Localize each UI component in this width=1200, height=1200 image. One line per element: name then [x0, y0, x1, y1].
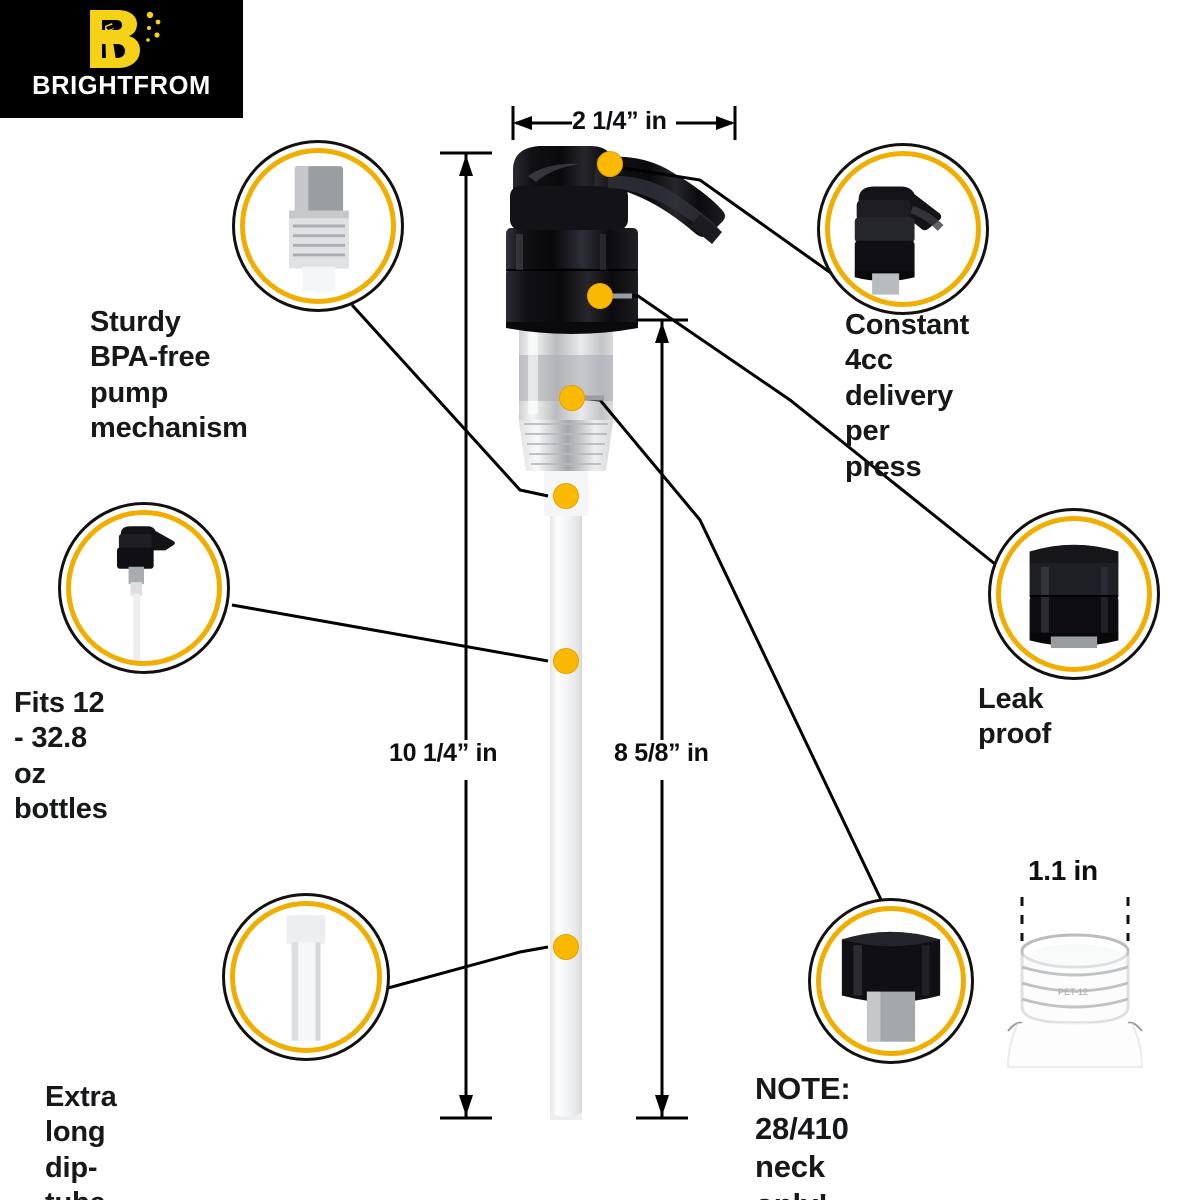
callout-fits-bottles-bubble[interactable]	[58, 502, 230, 674]
white-dip-tube-closeup-icon	[286, 915, 326, 1041]
callout-leak-proof-label: Leak proof	[978, 683, 1052, 751]
leader-nubs	[576, 293, 632, 401]
dimension-label-width: 2 1/4” in	[572, 107, 667, 135]
callout-leak-proof-bubble[interactable]	[988, 508, 1160, 680]
black-pump-head-closeup-icon	[854, 186, 944, 295]
callout-bpa-free-label: Sturdy BPA-free pump mechanism	[90, 306, 248, 445]
full-pump-with-diptube-icon	[116, 526, 175, 664]
clear-pump-closure-closeup-icon	[289, 166, 349, 292]
callout-delivery-label: Constant 4cc delivery per press	[845, 309, 970, 483]
callout-neck-note-bubble[interactable]	[808, 898, 974, 1064]
dimension-lines	[440, 106, 737, 1120]
svg-text:PET-12: PET-12	[1058, 987, 1088, 997]
marker-dot-tube-middle[interactable]	[553, 648, 579, 674]
black-cap-on-neck-closeup-icon	[841, 931, 941, 1042]
marker-dot-pump-body[interactable]	[559, 385, 585, 411]
callout-dip-tube-label: Extra long dip-tube set soft and easy to…	[45, 1081, 117, 1200]
dimension-arrowheads	[459, 116, 735, 1116]
note-body: 28/410 neck only!	[755, 1111, 849, 1200]
marker-dot-pump-head[interactable]	[597, 151, 623, 177]
callout-delivery-bubble[interactable]	[817, 143, 989, 315]
black-collar-closeup-icon	[1029, 544, 1119, 649]
brand-name: BRIGHTFROM	[32, 72, 211, 100]
bottle-neck-dimension-label: 1.1 in	[1028, 855, 1098, 886]
callout-fits-bottles-label: Fits 12 - 32.8 oz bottles	[14, 687, 108, 826]
marker-dot-collar[interactable]	[587, 283, 613, 309]
spray-bottle-b-logo-icon	[89, 10, 160, 68]
dimension-label-total-height: 10 1/4” in	[389, 739, 498, 767]
clear-bottle-neck-threads-icon: PET-12	[1006, 897, 1144, 1068]
marker-dot-tube-top[interactable]	[553, 483, 579, 509]
brand-logo: BRIGHTFROM	[0, 0, 243, 118]
marker-dot-tube-bottom[interactable]	[553, 934, 579, 960]
callout-bpa-free-bubble[interactable]	[232, 140, 404, 312]
bottle-neck-diagram: 1.1 in PET-12	[1000, 855, 1186, 1075]
dimension-label-dip-tube: 8 5/8” in	[614, 739, 709, 767]
note-heading: NOTE:	[755, 1071, 851, 1106]
callout-dip-tube-bubble[interactable]	[222, 893, 390, 1061]
